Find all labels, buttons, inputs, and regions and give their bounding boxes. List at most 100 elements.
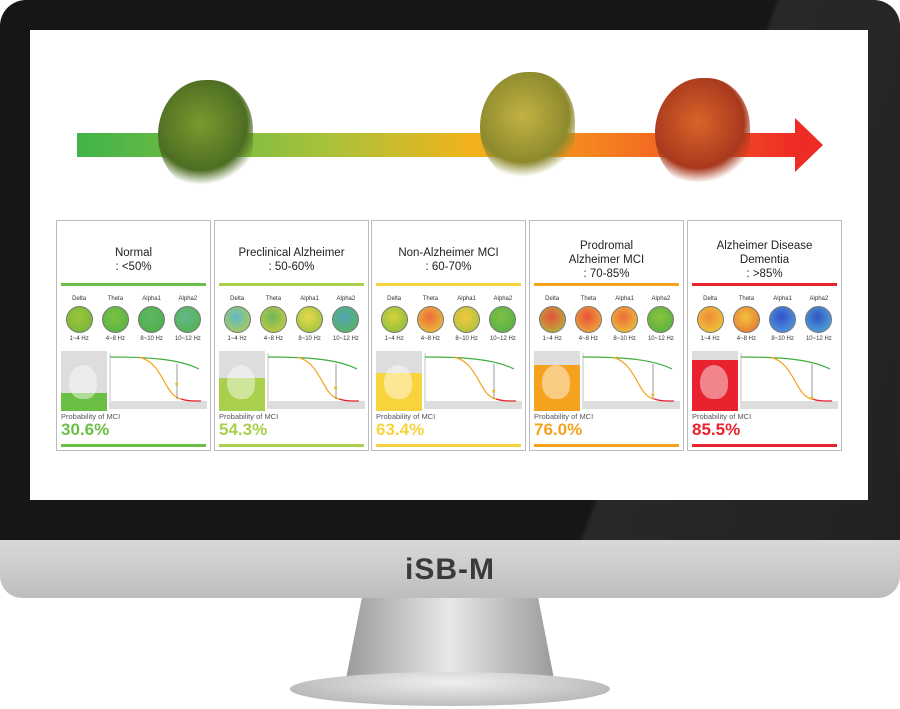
probability-value: 76.0% — [534, 420, 583, 439]
band-name: Alpha1 — [300, 296, 319, 302]
band-hz: 10~12 Hz — [174, 336, 201, 342]
band-name: Alpha2 — [493, 296, 513, 302]
band-name: Theta — [265, 296, 282, 302]
stage-title-line: Normal — [114, 247, 153, 259]
band-name: Alpha2 — [809, 296, 829, 302]
eeg-band: Alpha1 8~10 Hz — [767, 296, 799, 342]
band-hz: 8~10 Hz — [455, 336, 478, 342]
topomap-icon — [805, 306, 833, 333]
band-hz: 1~4 Hz — [384, 336, 404, 342]
patient-star-icon: ★ — [809, 395, 814, 402]
band-name: Delta — [545, 296, 560, 302]
decline-curve — [296, 356, 340, 400]
withered-tree-head-image — [655, 78, 750, 188]
band-name: Alpha2 — [336, 296, 356, 302]
band-name: Delta — [387, 296, 402, 302]
topomap-icon — [101, 306, 129, 333]
band-name: Theta — [738, 296, 755, 302]
dementia-curve — [811, 398, 833, 402]
stage-footer-line — [376, 444, 521, 447]
topomap-icon — [332, 306, 360, 333]
dementia-curve — [180, 398, 202, 402]
stage-footer-line — [534, 444, 679, 447]
probability-head-gauge — [61, 351, 107, 411]
band-hz: 1~4 Hz — [542, 336, 562, 342]
topomap-icon — [453, 306, 481, 333]
cognitive-decline-graph: ★ — [109, 353, 207, 409]
head-silhouette-icon — [542, 365, 570, 399]
cognitive-decline-graph: ★ — [582, 353, 680, 409]
band-name: Alpha1 — [773, 296, 792, 302]
stage-title-line: Alzheimer Disease — [716, 240, 813, 252]
band-hz: 1~4 Hz — [227, 336, 247, 342]
band-hz: 8~10 Hz — [771, 336, 794, 342]
eeg-band: Theta 4~8 Hz — [730, 296, 762, 342]
band-name: Alpha1 — [615, 296, 634, 302]
band-name: Alpha2 — [178, 296, 198, 302]
eeg-band: Alpha2 10~12 Hz — [172, 296, 204, 342]
topomap-icon — [138, 306, 166, 333]
band-hz: 1~4 Hz — [69, 336, 89, 342]
probability-value: 85.5% — [692, 420, 741, 439]
stage-card: Non-Alzheimer MCI : 60-70% Delta 1~4 Hz Thet… — [371, 220, 526, 451]
stage-title: Normal: <50% — [57, 235, 210, 285]
topomap-icon — [647, 306, 675, 333]
normal-aging-curve — [109, 356, 200, 370]
stage-divider — [376, 283, 521, 286]
stage-footer-line — [61, 444, 206, 447]
stage-title-line: : 70-85% — [583, 268, 630, 280]
band-hz: 4~8 Hz — [263, 336, 283, 342]
probability-label: Probability of MCI — [61, 412, 121, 421]
topomap-icon — [259, 306, 287, 333]
normal-aging-curve — [424, 356, 515, 370]
stage-title-line: Prodromal — [579, 240, 634, 252]
probability-value: 30.6% — [61, 420, 110, 439]
eeg-band: Alpha2 10~12 Hz — [803, 296, 835, 342]
patient-star-icon: ★ — [650, 392, 655, 399]
band-name: Alpha2 — [651, 296, 671, 302]
band-hz: 4~8 Hz — [736, 336, 756, 342]
probability-head-gauge — [534, 351, 580, 411]
eeg-band: Delta 1~4 Hz — [221, 296, 253, 342]
band-hz: 8~10 Hz — [140, 336, 163, 342]
stage-divider — [61, 283, 206, 286]
band-hz: 4~8 Hz — [420, 336, 440, 342]
gauge-fill — [376, 372, 422, 411]
head-silhouette-icon — [700, 365, 728, 399]
monitor-chin — [0, 540, 900, 598]
stage-footer-line — [692, 444, 837, 447]
stage-title: Non-Alzheimer MCI : 60-70% — [372, 235, 525, 285]
healthy-tree-head-image — [158, 80, 253, 190]
band-name: Theta — [107, 296, 124, 302]
band-hz: 10~12 Hz — [647, 336, 674, 342]
topomap-icon — [696, 306, 724, 333]
probability-label: Probability of MCI — [534, 412, 594, 421]
topomap-icon — [380, 306, 408, 333]
stage-divider — [692, 283, 837, 286]
monitor-stand-base — [290, 672, 610, 706]
cognitive-decline-graph: ★ — [424, 353, 522, 409]
stage-title-line: Non-Alzheimer MCI — [398, 247, 499, 259]
stage-title-line: Alzheimer MCI — [568, 254, 645, 266]
band-hz: 10~12 Hz — [805, 336, 832, 342]
gauge-fill — [534, 365, 580, 411]
band-name: Delta — [230, 296, 245, 302]
band-hz: 10~12 Hz — [332, 336, 359, 342]
topomap-icon — [574, 306, 602, 333]
probability-head-gauge — [376, 351, 422, 411]
stage-title-line: : 60-70% — [425, 261, 472, 273]
stage-title-line: : >85% — [746, 268, 783, 280]
